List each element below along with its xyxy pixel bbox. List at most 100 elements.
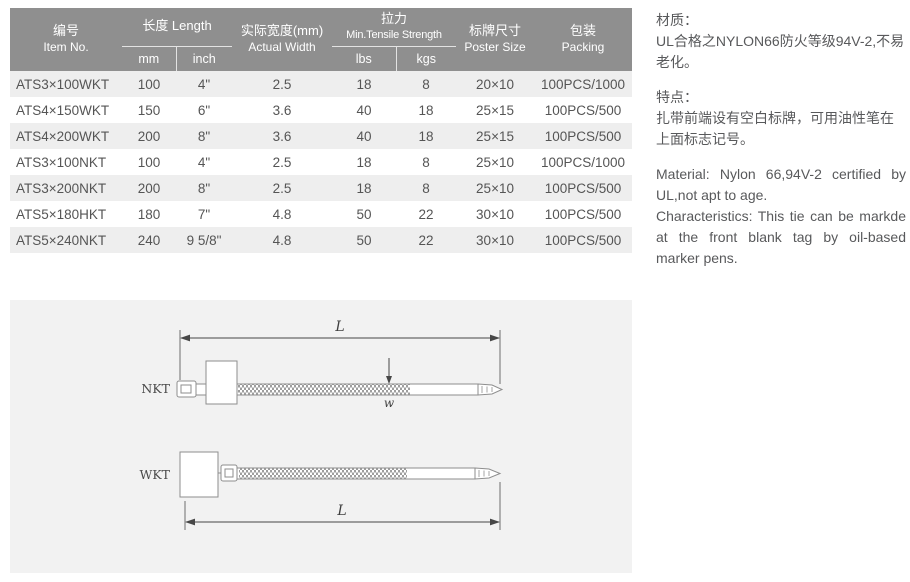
cell-actual-width: 3.6 [272,128,292,144]
cell-inch: 8" [197,128,211,144]
col-header-lbs: lbs [332,45,396,71]
table-row: ATS3×100NKT 100 4" 2.5 18 8 25×10 100PCS… [10,149,633,175]
cell-packing: 100PCS/500 [544,102,622,118]
wkt-label: WKT [139,467,170,482]
cell-packing: 100PCS/500 [544,232,622,248]
nkt-blank-tag [205,360,238,405]
cell-poster-size: 25×10 [476,154,514,170]
cell-kgs: 22 [418,206,434,222]
col-header-packing: 包装 Packing [534,8,633,71]
cell-poster-size: 20×10 [476,76,514,92]
cell-mm: 200 [137,128,161,144]
characteristics-text-en: Characteristics: This tie can be markde … [656,208,906,266]
header-row-main: 编号 Item No. 长度 Length 实际宽度(mm) Actual Wi… [10,8,633,71]
col-header-packing-en: Packing [561,40,605,55]
col-header-actual-width-zh: 实际宽度(mm) [240,23,324,39]
wkt-drawing: L WKT [139,451,502,530]
nkt-strap-tip [477,383,504,396]
cell-item-no: ATS5×240NKT [16,232,107,248]
col-header-actual-width-en: Actual Width [248,40,316,55]
cell-kgs: 8 [422,180,430,196]
cell-mm: 240 [137,232,161,248]
cell-lbs: 18 [356,76,372,92]
wkt-blank-tag [179,451,219,498]
cell-actual-width: 3.6 [272,102,292,118]
nkt-length-dim-label: L [334,319,344,335]
cell-poster-size: 30×10 [476,232,514,248]
diagram-panel: L w NKT [10,300,632,573]
cell-kgs: 18 [418,128,434,144]
cell-actual-width: 2.5 [272,180,292,196]
cell-item-no: ATS4×150WKT [16,102,110,118]
wkt-head-slot [224,468,234,478]
cell-kgs: 18 [418,102,434,118]
cell-item-no: ATS4×200WKT [16,128,110,144]
nkt-strap-serration [238,384,410,395]
cell-poster-size: 25×10 [476,180,514,196]
cell-kgs: 8 [422,76,430,92]
cell-kgs: 22 [418,232,434,248]
table-row: ATS4×200WKT 200 8" 3.6 40 18 25×15 100PC… [10,123,633,149]
arrow-right-icon [490,334,500,342]
arrow-down-icon [386,376,392,384]
nkt-head-slot [180,384,192,394]
wkt-strap-tip [474,467,502,480]
product-spec-table: 编号 Item No. 长度 Length 实际宽度(mm) Actual Wi… [10,8,633,253]
cell-packing: 100PCS/500 [544,180,622,196]
table-row: ATS3×200NKT 200 8" 2.5 18 8 25×10 100PCS… [10,175,633,201]
col-header-tensile-en: Min.Tensile Strength [346,29,442,42]
cell-actual-width: 2.5 [272,76,292,92]
col-header-tensile: 拉力 Min.Tensile Strength [332,8,457,46]
cell-lbs: 50 [356,232,372,248]
table-row: ATS3×100WKT 100 4" 2.5 18 8 20×10 100PCS… [10,71,633,97]
material-text-zh: UL合格之NYLON66防火等级94V-2,不易老化。 [656,33,905,70]
cell-actual-width: 2.5 [272,154,292,170]
table-row: ATS5×180HKT 180 7" 4.8 50 22 30×10 100PC… [10,201,633,227]
cell-lbs: 40 [356,128,372,144]
col-header-length-label: 长度 Length [142,18,212,34]
wkt-strap-serration [239,468,407,479]
cell-poster-size: 30×10 [476,206,514,222]
col-header-item-no-en: Item No. [43,40,89,55]
cell-inch: 9 5/8" [186,232,222,248]
col-header-kgs: kgs [395,45,457,71]
cell-inch: 6" [197,102,211,118]
col-header-item-no-zh: 编号 [52,23,79,39]
arrow-left-icon [185,518,195,526]
cell-item-no: ATS3×100NKT [16,154,107,170]
material-heading-zh: 材质： [656,12,698,28]
col-header-poster-en: Poster Size [464,40,526,55]
info-panel: 材质： UL合格之NYLON66防火等级94V-2,不易老化。 特点： 扎带前端… [656,10,906,283]
cell-lbs: 50 [356,206,372,222]
cell-poster-size: 25×15 [476,102,514,118]
nkt-head [176,380,197,398]
arrow-left-icon [180,334,190,342]
table-body: ATS3×100WKT 100 4" 2.5 18 8 20×10 100PCS… [10,71,633,253]
wkt-length-dim-label: L [336,503,346,519]
cell-mm: 100 [137,76,161,92]
cell-mm: 150 [137,102,161,118]
cell-actual-width: 4.8 [272,206,292,222]
nkt-width-dim-label: w [384,396,395,410]
cable-tie-diagram: L w NKT [139,319,504,530]
material-block-en: Material: Nylon 66,94V-2 certified by UL… [656,164,906,269]
cell-mm: 200 [137,180,161,196]
col-header-actual-width: 实际宽度(mm) Actual Width [232,8,332,71]
cell-inch: 8" [197,180,211,196]
cell-item-no: ATS3×100WKT [16,76,110,92]
col-header-poster-zh: 标牌尺寸 [469,23,522,39]
material-block-zh: 材质： UL合格之NYLON66防火等级94V-2,不易老化。 [656,10,906,73]
cell-lbs: 18 [356,154,372,170]
arrow-right-icon [490,518,500,526]
cell-actual-width: 4.8 [272,232,292,248]
nkt-label: NKT [141,381,170,396]
col-header-poster-size: 标牌尺寸 Poster Size [456,8,535,71]
table-row: ATS5×240NKT 240 9 5/8" 4.8 50 22 30×10 1… [10,227,633,253]
cell-inch: 4" [197,76,211,92]
col-header-item-no: 编号 Item No. [10,8,122,71]
table-row: ATS4×150WKT 150 6" 3.6 40 18 25×15 100PC… [10,97,633,123]
cell-kgs: 8 [422,154,430,170]
table-header: 编号 Item No. 长度 Length 实际宽度(mm) Actual Wi… [10,8,633,71]
cell-packing: 100PCS/1000 [540,76,626,92]
features-heading-zh: 特点： [656,89,698,105]
